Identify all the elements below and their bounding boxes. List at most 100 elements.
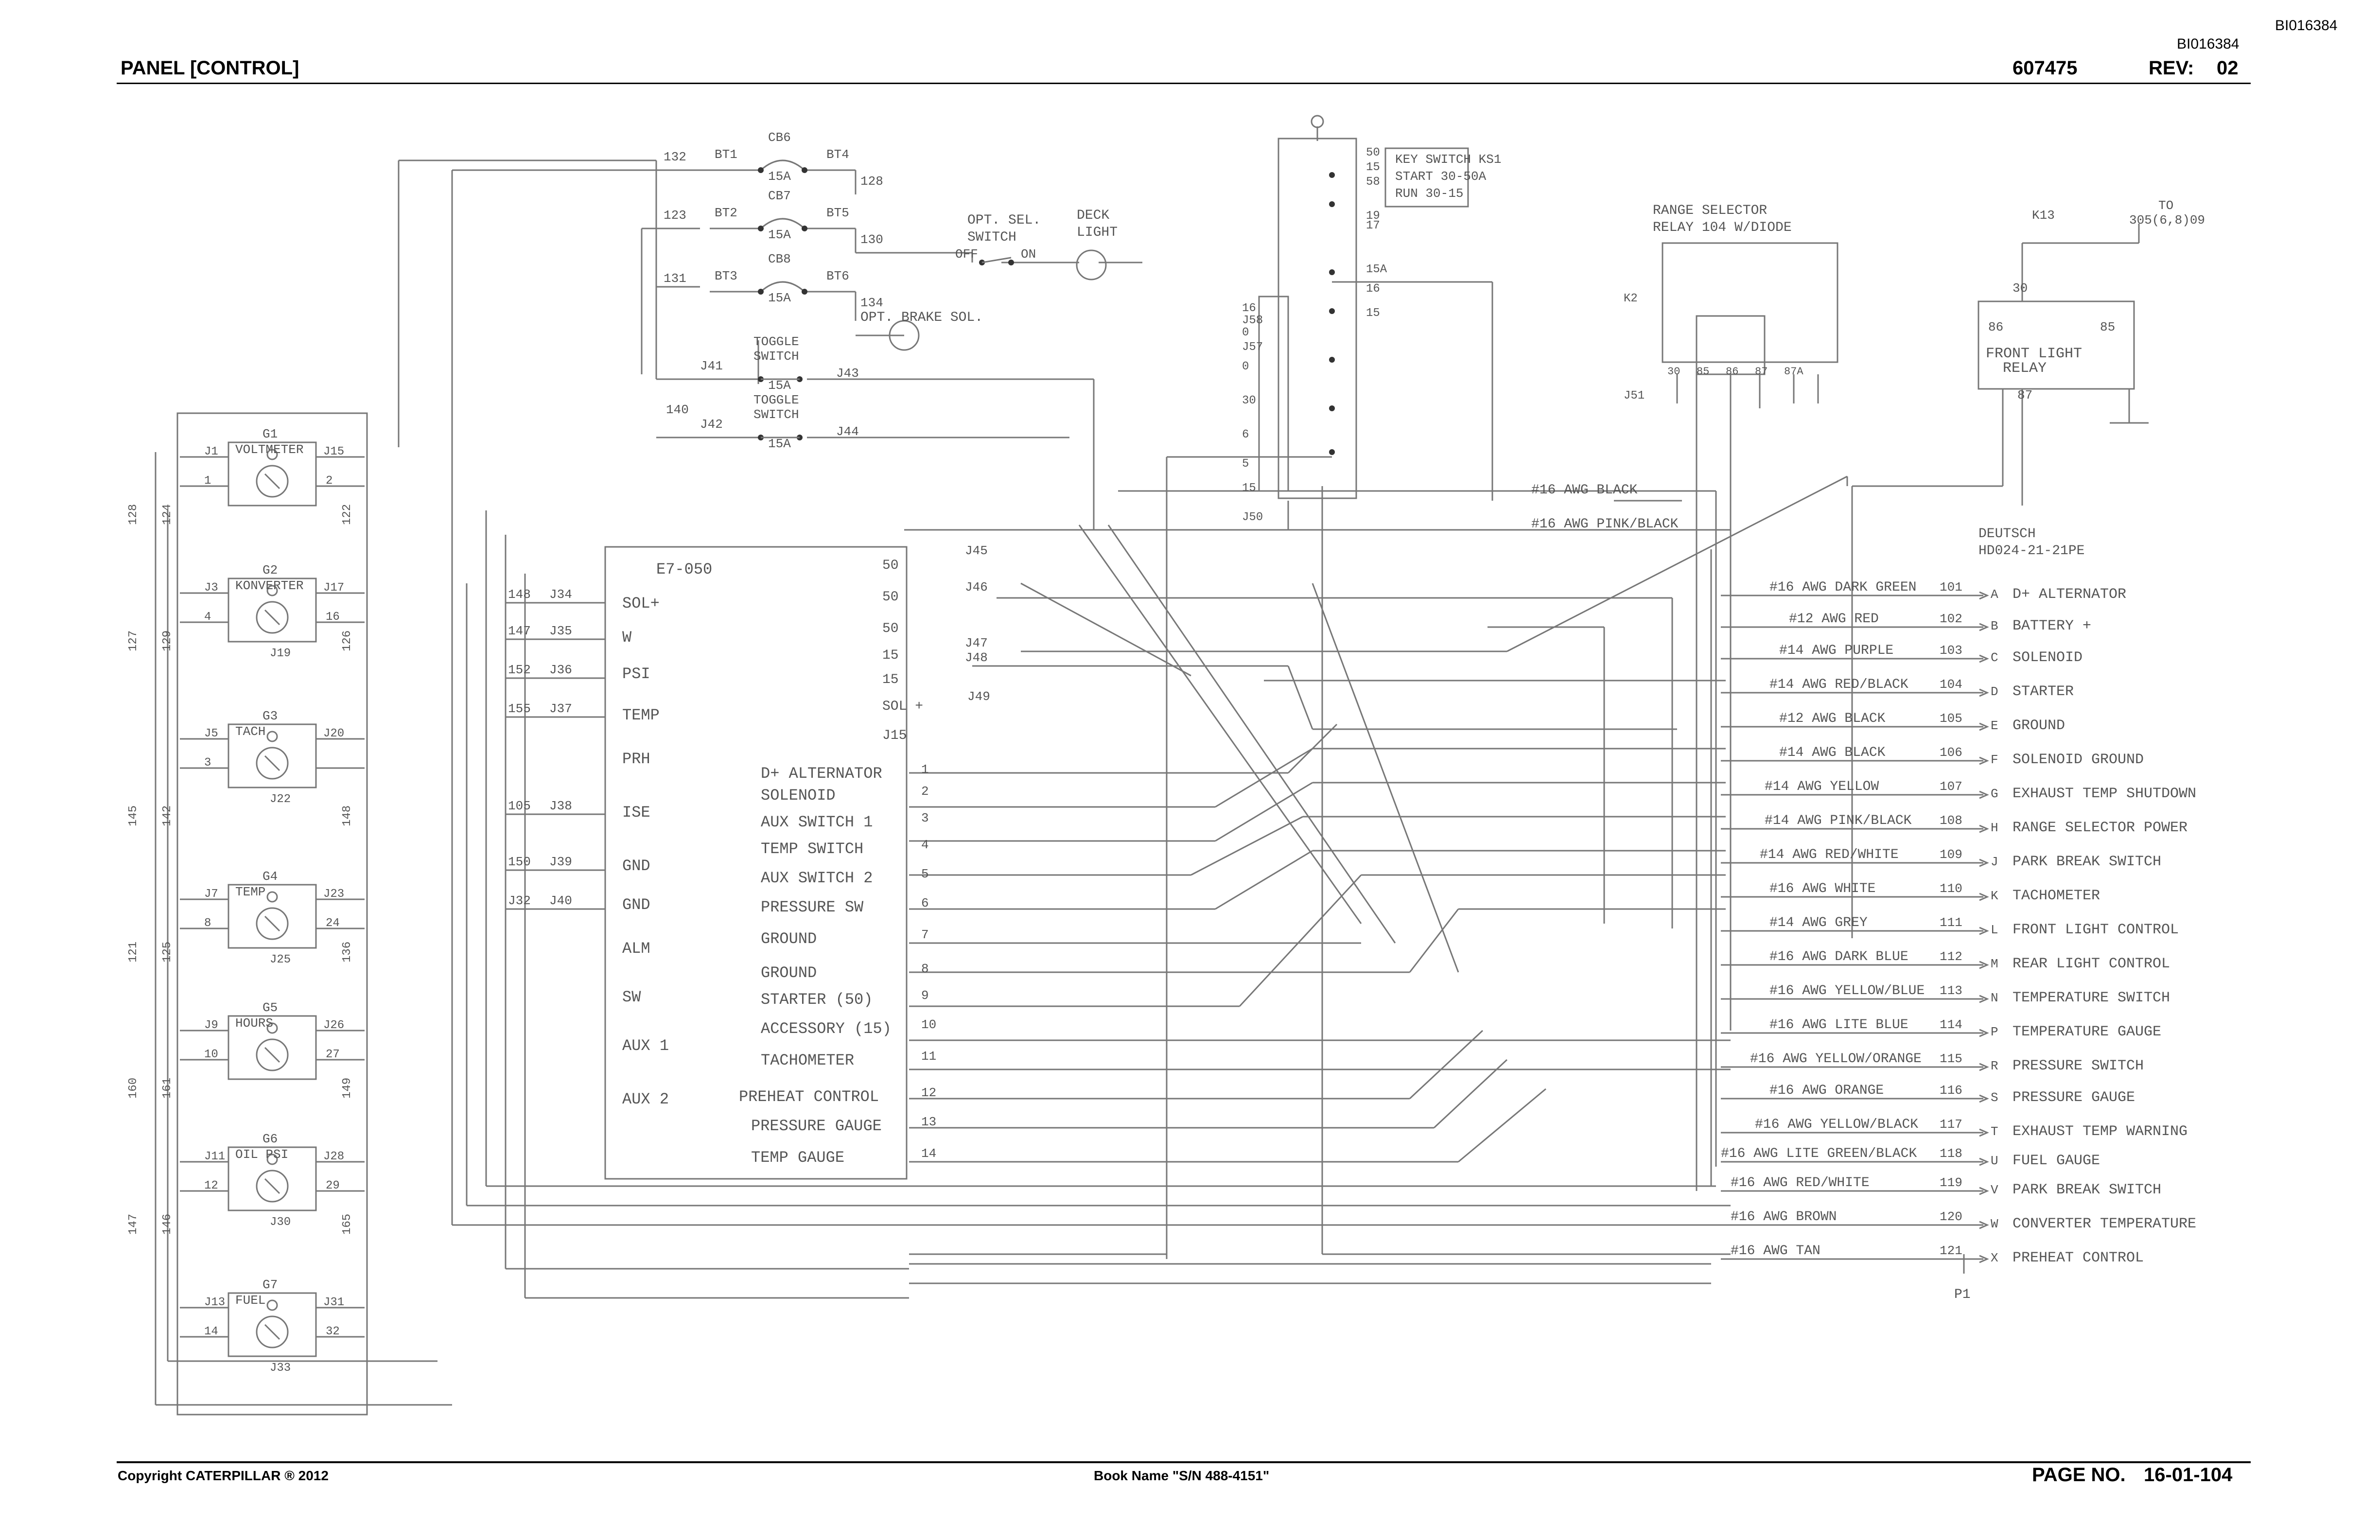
controller-e7-050 <box>604 546 908 1180</box>
gauge-dial <box>256 1038 289 1071</box>
gauge-pin <box>266 585 278 596</box>
breaker-out-wire: 134 <box>860 296 883 310</box>
wire-number: 124 <box>161 504 174 525</box>
gauge-ref: G7 <box>262 1278 278 1292</box>
wire-number: 165 <box>341 1214 354 1235</box>
connector-wire-label: #16 AWG BROWN <box>1731 1209 1837 1225</box>
toggle-rating: 15A <box>768 437 791 451</box>
key-switch-left-label: J58 <box>1242 314 1263 327</box>
controller-left-pin: PSI <box>622 665 650 683</box>
connector-wire-number: 107 <box>1940 779 1962 794</box>
connector-wire-label: #14 AWG PINK/BLACK <box>1765 813 1912 828</box>
connector-arrow <box>1979 790 1989 799</box>
wire-number: 148 <box>341 805 354 826</box>
wire-number: 126 <box>341 630 354 651</box>
controller-terminal-num: 13 <box>921 1115 936 1129</box>
connector-arrow <box>1979 858 1989 867</box>
connector-pin-function: PRESSURE SWITCH <box>2012 1058 2144 1074</box>
connector-pin-letter: E <box>1991 718 1998 733</box>
connector-wire-label: #16 AWG YELLOW/BLACK <box>1755 1117 1918 1132</box>
connector-wire-label: #14 AWG YELLOW <box>1765 779 1879 794</box>
connector-pin-function: FRONT LIGHT CONTROL <box>2012 922 2179 938</box>
gauge-ref: G6 <box>262 1132 278 1146</box>
connector-pin-function: PREHEAT CONTROL <box>2012 1250 2144 1266</box>
connector-pin-function: EXHAUST TEMP SHUTDOWN <box>2012 786 2196 802</box>
controller-top-right: 50 <box>882 558 899 573</box>
breaker-ref: CB6 <box>768 130 791 145</box>
range-selector-pin: 86 <box>1726 366 1738 378</box>
footer-rule <box>117 1461 2251 1463</box>
controller-terminal-num: 5 <box>921 867 929 881</box>
connector-arrow <box>1979 688 1989 697</box>
wire-number: 146 <box>161 1214 174 1235</box>
gauge-body <box>228 578 317 643</box>
connector-pin-function: EXHAUST TEMP WARNING <box>2012 1123 2188 1140</box>
rev-label: REV: <box>2149 57 2194 79</box>
key-switch-terminal: 15A <box>1366 263 1387 276</box>
controller-input-wire: 148 <box>508 587 531 602</box>
controller-left-pin: SW <box>622 988 641 1006</box>
breaker-out-wire: 130 <box>860 232 883 247</box>
key-switch-terminal: 58 <box>1366 175 1380 189</box>
front-light-wire: K13 <box>2032 208 2055 223</box>
key-switch-left-label: 15 <box>1242 482 1256 495</box>
gauge-dial <box>256 465 289 498</box>
connector-pin-function: SOLENOID GROUND <box>2012 752 2144 768</box>
connector-arrow <box>1979 824 1989 833</box>
connector-ref: P1 <box>1954 1287 1971 1302</box>
connector-wire-number: 117 <box>1940 1117 1962 1132</box>
connector-pin-letter: L <box>1991 923 1998 937</box>
controller-top-right: 15 <box>882 672 899 687</box>
connector-pin-function: TEMPERATURE GAUGE <box>2012 1024 2161 1040</box>
gauge-ref: G4 <box>262 869 278 884</box>
breaker-arc <box>760 281 805 293</box>
gauge-needle <box>264 1178 280 1194</box>
connector-wire-label: #16 AWG LITE GREEN/BLACK <box>1721 1146 1917 1161</box>
breaker-in-terminal: BT3 <box>715 269 737 283</box>
gauge-dial <box>256 1315 289 1348</box>
opt-sel-switch-label: OPT. SEL. <box>967 213 1041 228</box>
connector-pin-letter: J <box>1991 855 1998 869</box>
toggle-rating: 15A <box>768 378 791 393</box>
connector-arrow <box>1979 623 1989 631</box>
key-switch-note: RUN 30-15 <box>1395 186 1463 201</box>
controller-jumper: J46 <box>965 580 988 595</box>
controller-input-term: J39 <box>549 855 572 869</box>
controller-terminal-num: 10 <box>921 1017 936 1032</box>
connector-pin-letter: W <box>1991 1217 1998 1231</box>
controller-terminal-num: 11 <box>921 1049 936 1064</box>
key-switch-body <box>1278 138 1357 499</box>
connector-pin-function: BATTERY + <box>2012 618 2091 634</box>
controller-terminal-label: PRESSURE SW <box>761 898 864 916</box>
front-light-pin: 86 <box>1988 320 2003 334</box>
key-switch-left-label: 16 <box>1242 302 1256 315</box>
connector-arrow <box>1979 1255 1989 1263</box>
gauge-pin-label: 4 <box>204 611 211 624</box>
controller-input-wire: 105 <box>508 799 531 813</box>
connector-wire-label: #14 AWG GREY <box>1769 915 1868 930</box>
gauge-rack <box>176 412 368 1416</box>
gauge-body <box>228 1292 317 1357</box>
connector-wire-label: #14 AWG RED/BLACK <box>1769 677 1908 692</box>
connector-wire-label: #16 AWG ORANGE <box>1769 1083 1884 1098</box>
controller-top-right: J15 <box>882 728 907 743</box>
connector-pin-function: D+ ALTERNATOR <box>2012 586 2126 603</box>
controller-terminal-label: AUX SWITCH 1 <box>761 813 873 831</box>
part-number: 607475 <box>2012 57 2078 79</box>
toggle-label: TOGGLE <box>753 334 799 349</box>
connector-wire-number: 116 <box>1940 1083 1962 1098</box>
connector-pin-function: RANGE SELECTOR POWER <box>2012 820 2188 836</box>
controller-input-wire: 152 <box>508 663 531 677</box>
connector-pin-letter: U <box>1991 1154 1998 1168</box>
breaker-arc <box>760 159 805 171</box>
breaker-terminal <box>802 289 807 295</box>
